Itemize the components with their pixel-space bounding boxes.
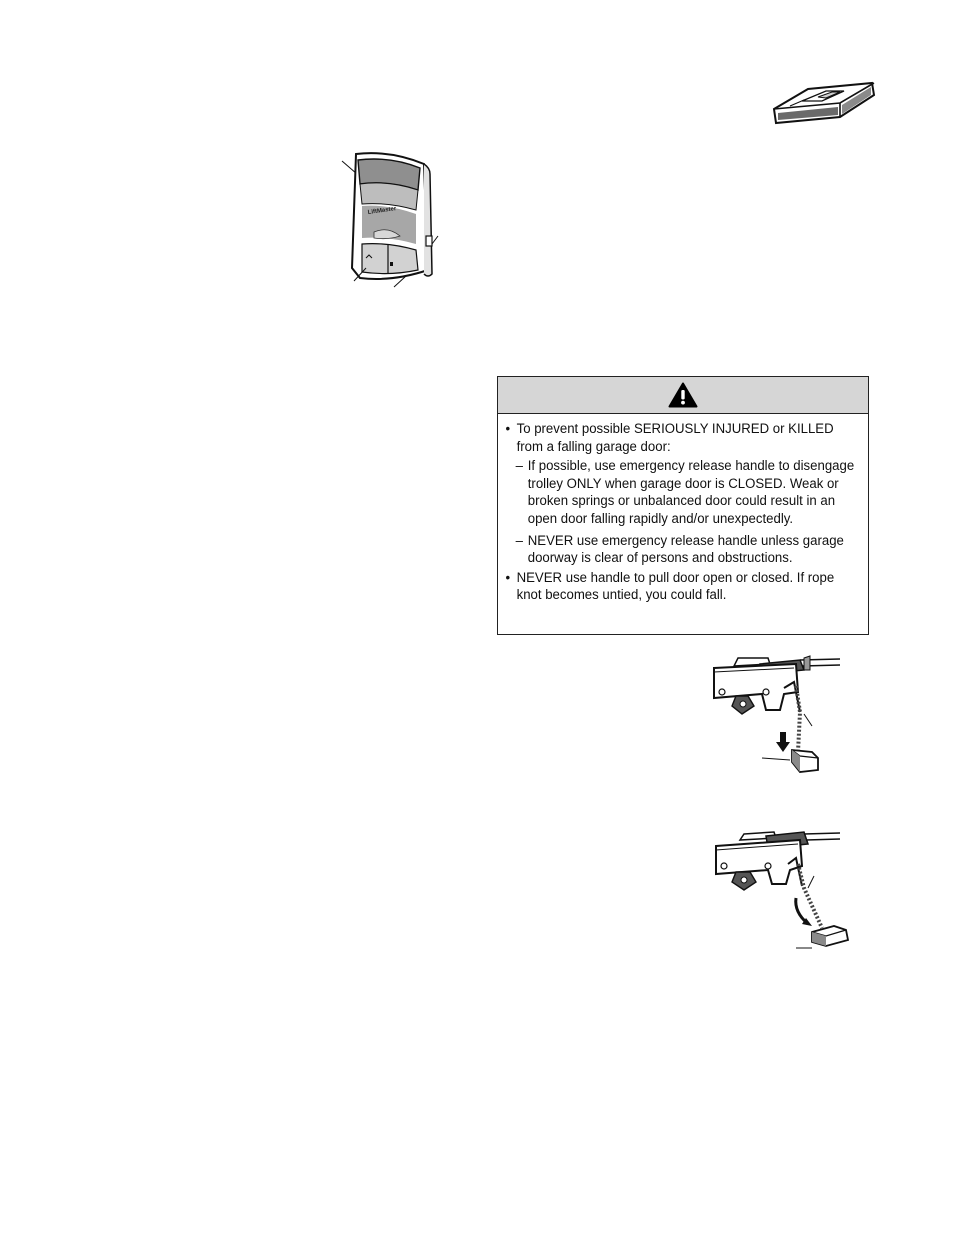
- warning-sub-item: – NEVER use emergency release handle unl…: [505, 533, 860, 568]
- remote-control-illustration: [772, 81, 876, 125]
- emergency-release-pull-down-illustration: [713, 655, 841, 773]
- bullet-text: To prevent possible SERIOUSLY INJURED or…: [516, 421, 834, 455]
- warning-body: • To prevent possible SERIOUSLY INJURED …: [498, 414, 870, 605]
- warning-triangle-icon: [668, 382, 698, 408]
- warning-header: [498, 377, 868, 414]
- bullet-mark: •: [505, 569, 511, 586]
- warning-sub-item: – If possible, use emergency release han…: [505, 458, 860, 528]
- sub-item-text: NEVER use emergency release handle unles…: [527, 532, 844, 567]
- sub-item-text: If possible, use emergency release handl…: [527, 458, 855, 527]
- svg-text:LiftMaster: LiftMaster: [367, 206, 397, 216]
- emergency-release-swing-illustration: [715, 831, 850, 949]
- wall-console-illustration: LiftMaster: [341, 152, 439, 288]
- dash-mark: –: [515, 458, 524, 475]
- warning-box: • To prevent possible SERIOUSLY INJURED …: [497, 376, 869, 635]
- warning-bullet: • To prevent possible SERIOUSLY INJURED …: [505, 421, 860, 456]
- warning-bullet: • NEVER use handle to pull door open or …: [505, 570, 860, 605]
- bullet-text: NEVER use handle to pull door open or cl…: [516, 569, 835, 604]
- dash-mark: –: [515, 532, 524, 549]
- bullet-mark: •: [505, 421, 511, 437]
